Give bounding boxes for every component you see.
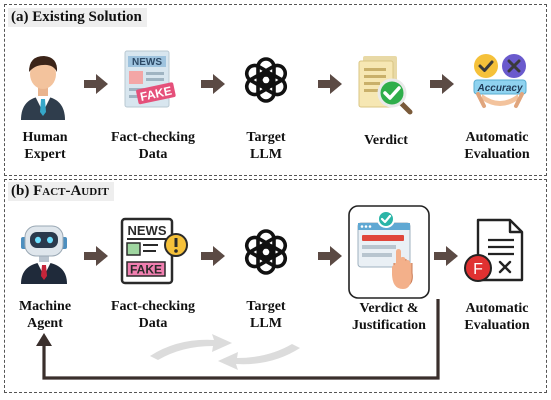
- label-line: Automatic: [465, 130, 529, 145]
- label-line: Evaluation: [464, 147, 530, 162]
- arrow-a1: [84, 74, 108, 94]
- label-fact-checking-data-a: Fact-checking Data: [98, 129, 208, 163]
- fake-news-newspaper-icon: NEWS FAKE: [124, 50, 176, 108]
- fake-news-alert-icon: NEWS FAKE: [120, 217, 188, 285]
- panel-existing-solution: [4, 4, 547, 176]
- label-human-expert: Human Expert: [0, 129, 100, 163]
- label-line: Data: [138, 316, 168, 331]
- openai-logo-icon: [244, 229, 288, 275]
- cycle-arrows-icon: [150, 334, 300, 370]
- news-alert-text: NEWS: [128, 223, 167, 238]
- label-line: Justification: [352, 318, 426, 333]
- label-target-llm-a: Target LLM: [211, 129, 321, 163]
- label-line: Evaluation: [464, 318, 530, 333]
- label-line: Agent: [27, 316, 63, 331]
- arrow-b2: [201, 246, 225, 266]
- label-line: Fact-checking: [111, 130, 195, 145]
- label-automatic-evaluation-b: Automatic Evaluation: [442, 300, 551, 334]
- label-line: LLM: [250, 316, 282, 331]
- label-line: Verdict: [364, 133, 408, 148]
- label-automatic-evaluation-a: Automatic Evaluation: [442, 129, 551, 163]
- label-verdict-justification: Verdict & Justification: [334, 300, 444, 334]
- accuracy-badge-icon: Accuracy: [473, 54, 527, 108]
- panel-b-title: (b) Fact-Audit: [8, 182, 114, 201]
- arrow-b1: [84, 246, 108, 266]
- arrow-b4: [434, 246, 458, 266]
- feedback-loop-line: [42, 299, 440, 380]
- human-expert-icon: [21, 56, 65, 120]
- label-line: Automatic: [465, 301, 529, 316]
- web-justification-hand-icon: [348, 205, 430, 299]
- arrow-a4: [430, 74, 454, 94]
- label-line: Target: [246, 130, 286, 145]
- label-fact-checking-data-b: Fact-checking Data: [98, 298, 208, 332]
- accuracy-text: Accuracy: [476, 83, 522, 94]
- label-line: Human: [22, 130, 68, 145]
- label-line: Fact-checking: [111, 299, 195, 314]
- f-mark-text: F: [473, 261, 483, 278]
- label-verdict: Verdict: [331, 132, 441, 149]
- panel-b-title-prefix: (b): [11, 183, 34, 199]
- openai-logo-icon: [244, 57, 288, 103]
- robot-agent-icon: [21, 225, 67, 284]
- arrow-b3: [318, 246, 342, 266]
- label-machine-agent: Machine Agent: [0, 298, 100, 332]
- feedback-loop-arrowhead: [36, 333, 52, 346]
- panel-fact-audit: [4, 179, 547, 393]
- label-line: LLM: [250, 147, 282, 162]
- label-line: Target: [246, 299, 286, 314]
- label-line: Data: [138, 147, 168, 162]
- evaluation-document-icon: F: [464, 218, 524, 282]
- fake-text: FAKE: [139, 84, 173, 104]
- news-text: NEWS: [132, 57, 162, 68]
- label-target-llm-b: Target LLM: [211, 298, 321, 332]
- verdict-document-check-icon: [358, 56, 413, 115]
- panel-a-title: (a) Existing Solution: [8, 8, 147, 27]
- arrow-a3: [318, 74, 342, 94]
- label-line: Expert: [24, 147, 66, 162]
- label-line: Machine: [18, 299, 72, 314]
- panel-b-title-name: Fact-Audit: [33, 183, 109, 199]
- label-line: Verdict &: [359, 301, 419, 316]
- arrow-a2: [201, 74, 225, 94]
- fake-alert-text: FAKE: [130, 263, 162, 277]
